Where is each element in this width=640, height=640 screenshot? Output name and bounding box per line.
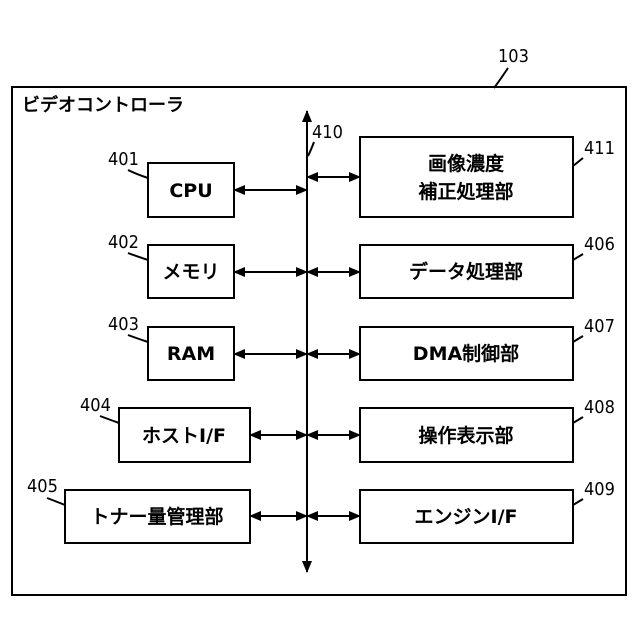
ref-401: 401 [108, 149, 139, 170]
video-controller-title: ビデオコントローラ [22, 94, 184, 116]
memory-label: メモリ [162, 261, 219, 283]
ref-103: 103 [498, 46, 529, 67]
operation-display-label: 操作表示部 [418, 424, 513, 447]
cpu-label: CPU [169, 180, 212, 202]
host-if-label: ホストI/F [142, 425, 226, 447]
ram-label: RAM [167, 343, 215, 365]
ref-406: 406 [584, 234, 615, 255]
ref-103-leader [494, 68, 508, 88]
ref-405: 405 [27, 476, 58, 497]
ref-411: 411 [584, 138, 615, 159]
ref-407: 407 [584, 316, 615, 337]
ref-403: 403 [108, 314, 139, 335]
ref-410: 410 [312, 122, 343, 143]
data-processing-label: データ処理部 [409, 260, 523, 283]
toner-management-label: トナー量管理部 [90, 505, 223, 528]
ref-409: 409 [584, 479, 615, 500]
engine-if-label: エンジンI/F [415, 506, 518, 528]
ref-408: 408 [584, 397, 615, 418]
density-correction-label-line2: 補正処理部 [417, 180, 513, 203]
dma-control-label: DMA制御部 [413, 342, 519, 365]
density-correction-label-line1: 画像濃度 [428, 152, 505, 175]
ref-404: 404 [80, 395, 111, 416]
ref-402: 402 [108, 232, 139, 253]
